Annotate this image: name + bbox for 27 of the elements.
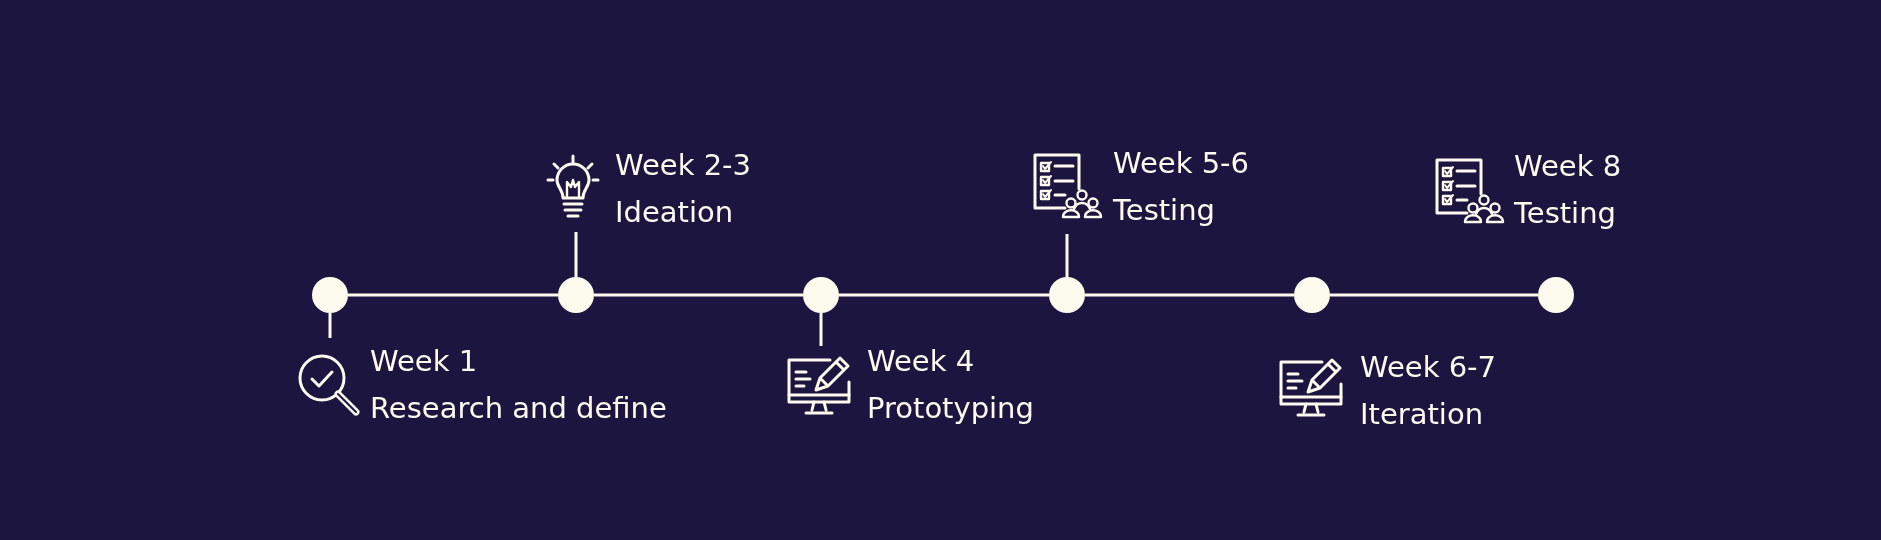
- timeline-dot: [1049, 277, 1085, 313]
- timeline-dot: [1294, 277, 1330, 313]
- leader-line: [819, 313, 823, 346]
- leader-line: [1065, 234, 1069, 277]
- timeline-segment: [1085, 293, 1294, 297]
- timeline-dot: [803, 277, 839, 313]
- timeline-segment: [1330, 293, 1538, 297]
- timeline-dot: [312, 277, 348, 313]
- week-label: Week 6-7: [1360, 349, 1497, 386]
- phase-label: Prototyping: [867, 390, 1034, 427]
- phase-label: Ideation: [615, 194, 735, 231]
- leader-line: [328, 313, 332, 338]
- week-label: Week 4: [867, 343, 976, 380]
- week-label: Week 2-3: [615, 147, 752, 184]
- timeline-dot: [558, 277, 594, 313]
- timeline-segment: [594, 293, 803, 297]
- phase-label: Iteration: [1360, 396, 1484, 433]
- timeline-dot: [1538, 277, 1574, 313]
- week-label: Week 5-6: [1113, 145, 1250, 182]
- timeline-segment: [348, 293, 558, 297]
- week-label: Week 8: [1514, 148, 1622, 185]
- leader-line: [574, 232, 578, 277]
- phase-label: Testing: [1514, 195, 1617, 232]
- week-label: Week 1: [370, 343, 479, 380]
- timeline-segment: [839, 293, 1049, 297]
- phase-label: Testing: [1113, 192, 1216, 229]
- phase-label: Research and define: [370, 390, 667, 427]
